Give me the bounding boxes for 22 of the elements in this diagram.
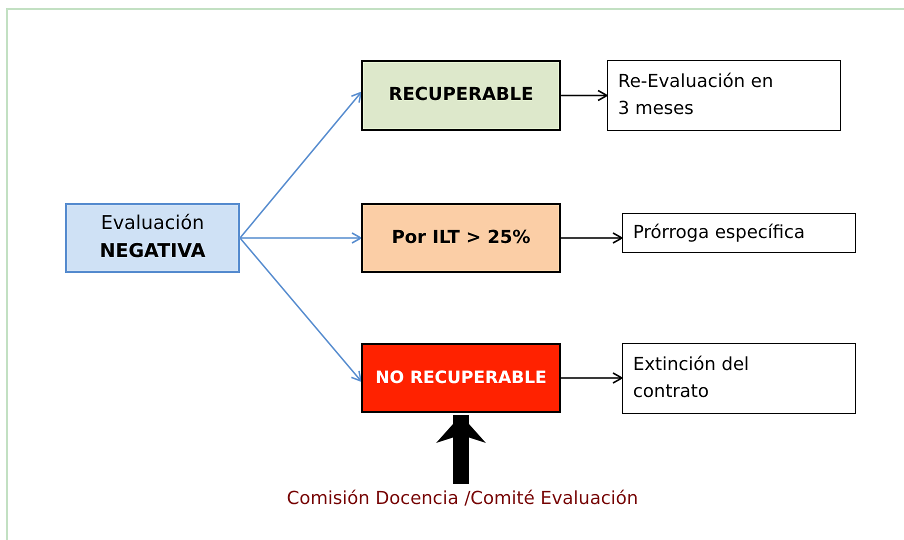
- process-box: [361, 343, 561, 413]
- arrow: [561, 372, 623, 384]
- process-box: [361, 203, 561, 273]
- outcome-box: [607, 60, 841, 131]
- process-box: [361, 60, 561, 131]
- node-label: Evaluación NEGATIVA: [98, 211, 206, 264]
- block-arrow: [436, 415, 486, 484]
- node-label: NO RECUPERABLE: [375, 366, 547, 390]
- node-label: RECUPERABLE: [388, 83, 534, 108]
- node-label: Extinción del contrato: [633, 353, 750, 404]
- arrow: [239, 237, 362, 382]
- node-label: Re-Evaluación en 3 meses: [618, 70, 774, 120]
- outcome-box: [622, 213, 856, 253]
- arrow: [239, 92, 362, 239]
- caption-text: Comisión Docencia /Comité Evaluación: [286, 486, 638, 511]
- arrow: [561, 90, 608, 102]
- node-label: Por ILT > 25%: [392, 226, 530, 250]
- arrow: [561, 232, 623, 244]
- outcome-box: [622, 343, 856, 414]
- node-label: Prórroga específica: [633, 220, 805, 245]
- process-box: [65, 203, 240, 273]
- arrow: [240, 232, 362, 244]
